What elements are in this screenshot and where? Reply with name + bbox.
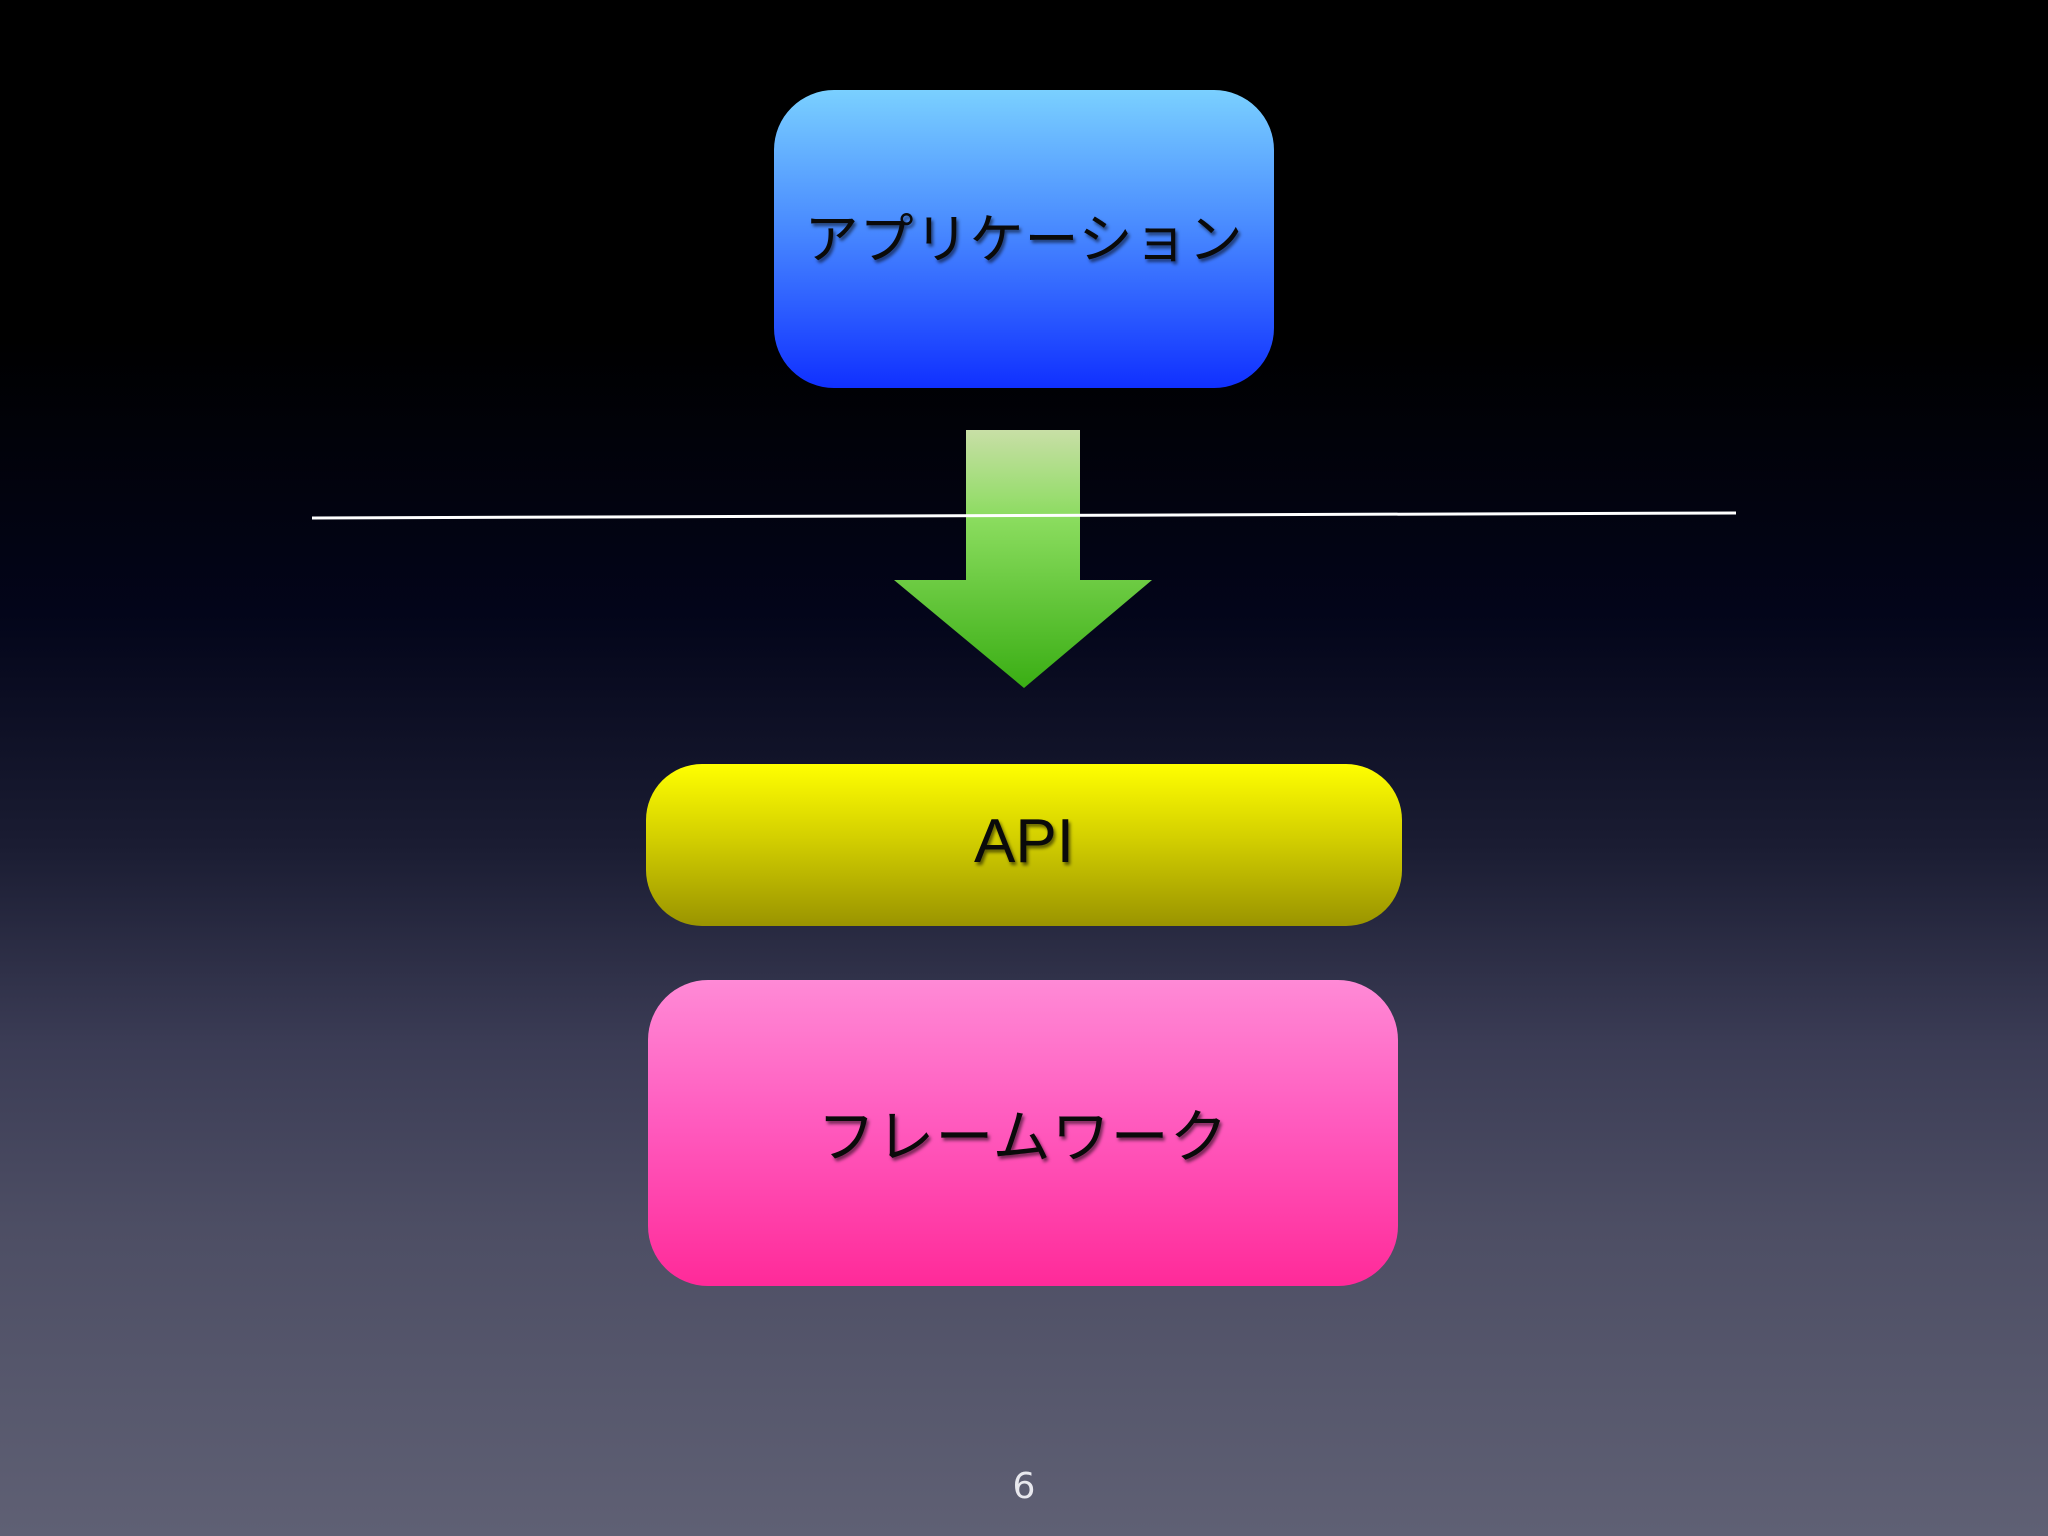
application-label: アプリケーション — [804, 207, 1244, 271]
page-number: 6 — [1012, 1466, 1036, 1507]
api-label: API — [974, 806, 1074, 876]
separator-line — [311, 511, 1737, 520]
application-box: アプリケーション — [774, 90, 1274, 388]
api-box: API — [646, 764, 1402, 926]
framework-label: フレームワーク — [817, 1103, 1229, 1171]
down-arrow — [894, 430, 1152, 688]
framework-box: フレームワーク — [648, 980, 1398, 1286]
